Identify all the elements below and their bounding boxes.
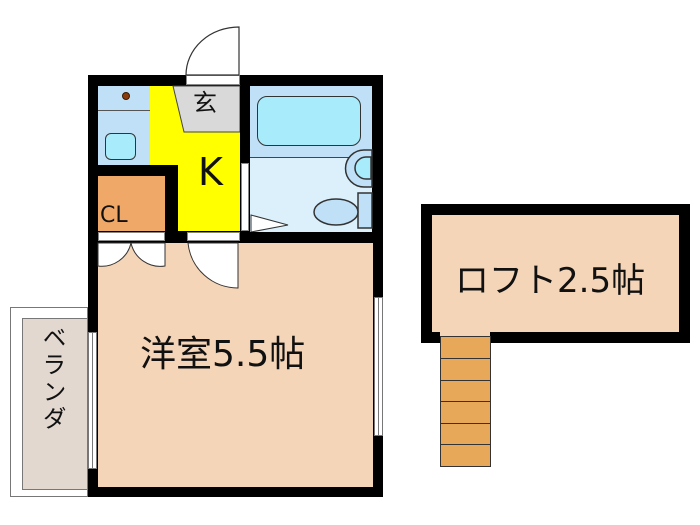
bath-door[interactable] — [241, 163, 249, 231]
washbasin-icon — [344, 149, 373, 188]
entrance-label: 玄 — [193, 89, 217, 117]
balcony-label: ベランダ — [38, 325, 66, 433]
right-window-line — [378, 297, 379, 436]
closet-door[interactable] — [98, 232, 165, 241]
loft-stairs[interactable] — [440, 336, 491, 467]
entrance-door-swing — [185, 26, 240, 76]
stair-step — [441, 444, 490, 445]
closet-door-swing — [97, 242, 166, 267]
closet — [98, 176, 165, 231]
room-door[interactable] — [187, 232, 240, 241]
balcony — [10, 307, 88, 497]
loft-label: ロフト2.5帖 — [455, 261, 646, 301]
room-door-swing — [187, 242, 239, 289]
kitchen-label: K — [198, 150, 223, 194]
bath-door-swing — [250, 214, 289, 233]
loft — [432, 215, 679, 332]
balcony-window-line — [92, 332, 93, 469]
stair-step — [441, 380, 490, 381]
closet-label: CL — [100, 203, 128, 228]
balcony-floor — [22, 318, 88, 490]
toilet-icon — [313, 192, 373, 229]
main-unit: CL 玄 K 洋室5.5帖 — [88, 75, 383, 497]
stair-step — [441, 358, 490, 359]
stair-step — [441, 401, 490, 402]
western-room-label: 洋室5.5帖 — [140, 334, 306, 375]
bathtub-icon — [257, 96, 361, 146]
drain-icon — [122, 92, 130, 100]
kitchen-lower — [178, 165, 240, 231]
stair-step — [441, 423, 490, 424]
sink-icon — [105, 133, 136, 160]
washroom-divider — [98, 110, 150, 111]
